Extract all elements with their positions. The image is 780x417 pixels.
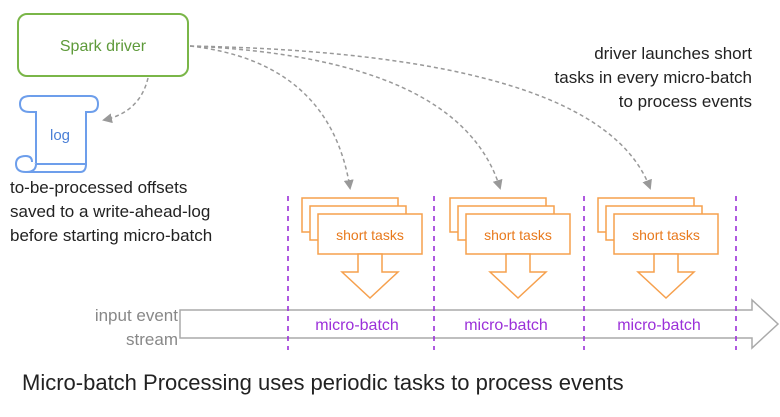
offsets-annotation: to-be-processed offsets saved to a write… [10, 176, 212, 248]
short-tasks-label: short tasks [336, 227, 404, 243]
micro-batch-label: micro-batch [617, 317, 701, 334]
micro-batch-label: micro-batch [464, 317, 548, 334]
micro-batch-3: short tasks micro-batch [597, 197, 719, 334]
short-tasks-label: short tasks [484, 227, 552, 243]
micro-batch-1: short tasks micro-batch [301, 197, 423, 334]
log-label: log [50, 127, 70, 144]
micro-batch-label: micro-batch [315, 317, 399, 334]
stream-label-line: input event [94, 306, 178, 325]
driver-note-line: tasks in every micro-batch [554, 68, 752, 87]
offsets-note-line: before starting micro-batch [10, 226, 213, 245]
driver-note-line: driver launches short [594, 44, 752, 63]
driver-to-batch-3-arrow [189, 45, 652, 190]
input-stream-label: input event stream [40, 304, 178, 352]
driver-note-line: to process events [618, 92, 752, 111]
task-box [317, 213, 423, 255]
task-down-arrow [636, 253, 696, 300]
driver-to-log-arrow [102, 77, 149, 124]
short-tasks-label: short tasks [632, 227, 700, 243]
task-down-arrow [340, 253, 400, 300]
log-scroll-icon [14, 95, 100, 174]
driver-annotation: driver launches short tasks in every mic… [470, 42, 752, 114]
offsets-note-line: to-be-processed offsets [10, 178, 188, 197]
task-down-arrow [488, 253, 548, 300]
spark-driver-label: Spark driver [60, 38, 147, 55]
stream-label-line: stream [126, 330, 178, 349]
figure-caption: Micro-batch Processing uses periodic tas… [22, 370, 624, 395]
task-box [613, 213, 719, 255]
offsets-note-line: saved to a write-ahead-log [10, 202, 211, 221]
micro-batch-2: short tasks micro-batch [449, 197, 571, 334]
driver-to-batch-2-arrow [189, 45, 503, 190]
driver-to-batch-1-arrow [189, 45, 354, 190]
task-box [465, 213, 571, 255]
input-stream-arrow [179, 298, 780, 350]
spark-driver-box [17, 13, 189, 77]
